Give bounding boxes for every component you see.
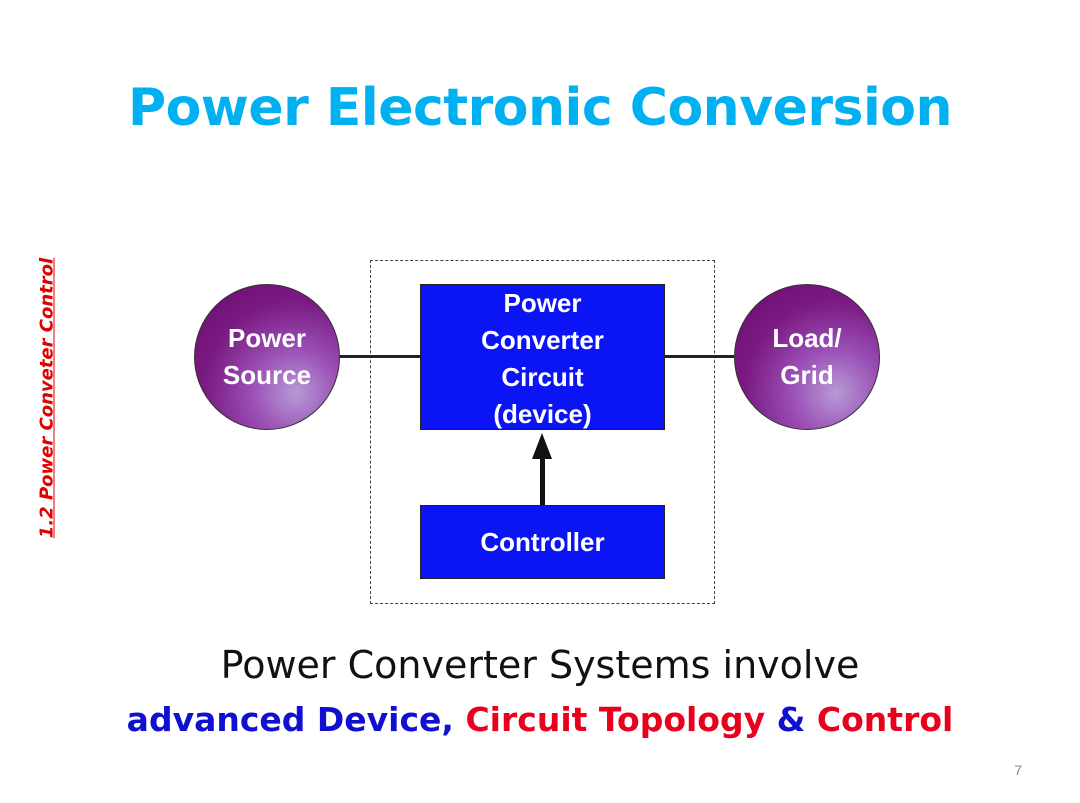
summary-control-text: Control — [816, 700, 954, 739]
controller-block: Controller — [420, 505, 665, 579]
control-arrow-shaft — [540, 456, 545, 506]
summary-topology-text: Circuit Topology — [465, 700, 766, 739]
summary-line2: advanced Device, Circuit Topology & Cont… — [0, 700, 1080, 739]
page-number: 7 — [1014, 762, 1022, 778]
control-arrow-head — [532, 433, 552, 459]
summary-device-text: advanced Device, — [126, 700, 454, 739]
source-to-converter-wire — [339, 355, 420, 358]
summary-ampersand-text: & — [776, 700, 806, 739]
converter-label-line4: (device) — [493, 399, 592, 429]
load-label-line1: Load/ — [772, 323, 842, 353]
load-grid-node: Load/ Grid — [734, 284, 880, 430]
slide-title: Power Electronic Conversion — [127, 78, 953, 138]
section-label: 1.2 Power Conveter Control — [36, 257, 58, 539]
summary-line1: Power Converter Systems involve — [220, 643, 860, 687]
power-source-node: Power Source — [194, 284, 340, 430]
converter-to-load-wire — [665, 355, 735, 358]
converter-label-line1: Power — [503, 288, 582, 318]
load-label-line2: Grid — [780, 360, 834, 390]
power-source-label-line1: Power — [227, 323, 307, 353]
power-source-label-line2: Source — [222, 360, 312, 390]
converter-label-line2: Converter — [481, 325, 604, 355]
power-converter-circuit-block: Power Converter Circuit (device) — [420, 284, 665, 430]
converter-label-line3: Circuit — [501, 362, 584, 392]
controller-label: Controller — [480, 526, 605, 557]
converter-system-boundary — [370, 260, 715, 604]
